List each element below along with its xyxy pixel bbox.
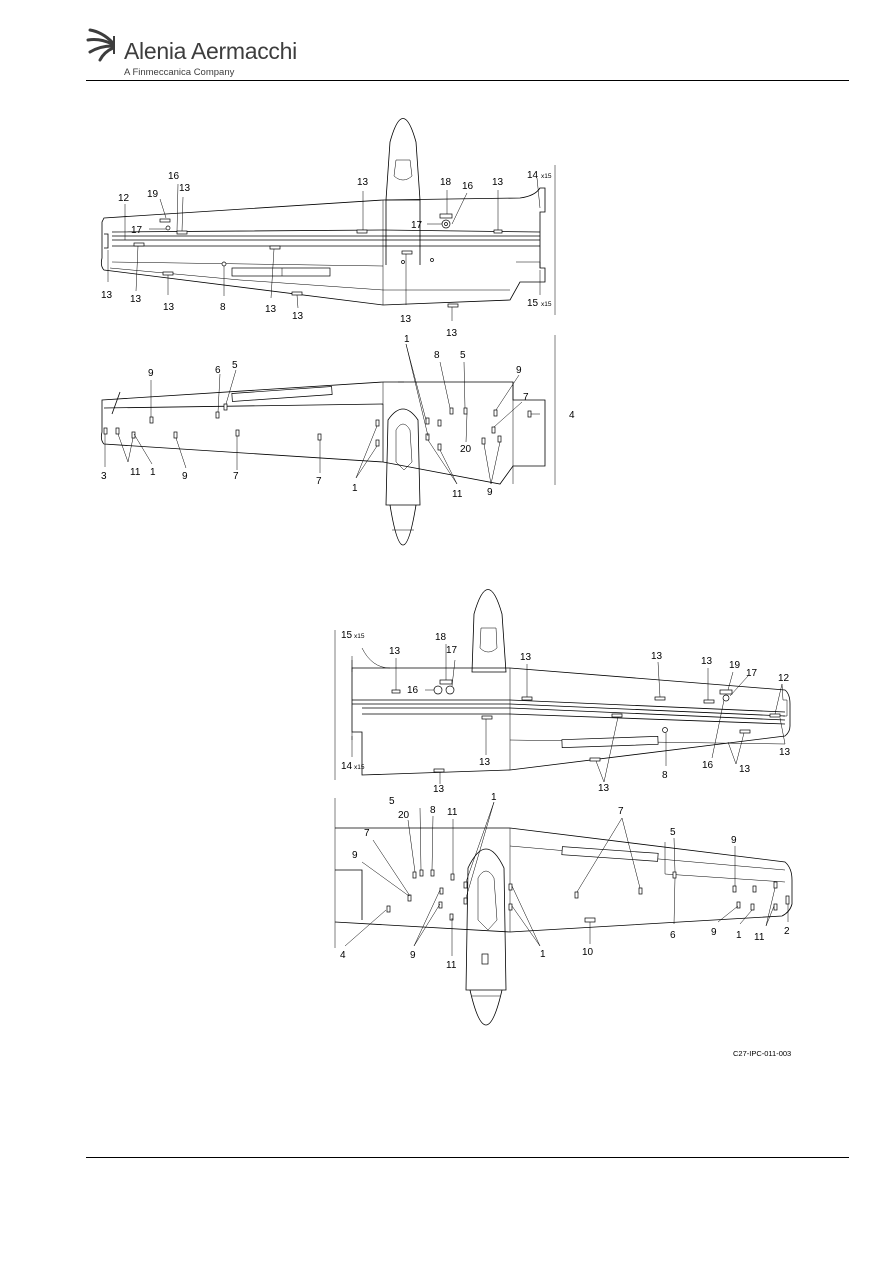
page-header: Alenia Aermacchi A Finmeccanica Company <box>0 0 893 82</box>
callout-1: 1 <box>352 483 358 494</box>
callout-13: 13 <box>479 757 491 768</box>
callout-13: 13 <box>492 177 504 188</box>
callout-8: 8 <box>434 350 440 361</box>
callout-13: 13 <box>101 290 113 301</box>
callout-7: 7 <box>364 828 370 839</box>
callout-6: 6 <box>215 365 221 376</box>
callout-9: 9 <box>352 850 358 861</box>
callout-9: 9 <box>410 950 416 961</box>
callout-5: 5 <box>232 360 238 371</box>
callout-7: 7 <box>523 392 529 403</box>
callout-18: 18 <box>440 177 452 188</box>
callout-9: 9 <box>182 471 188 482</box>
callout-9: 9 <box>148 368 154 379</box>
callout-13: 13 <box>179 183 191 194</box>
view-3-lower-wing: 15 x15 18 17 13 16 13 13 13 19 17 12 13 … <box>334 589 791 795</box>
view-1-upper-wing: 16 19 13 12 17 13 13 13 8 13 13 13 18 16… <box>100 118 556 339</box>
callout-2: 2 <box>784 926 790 937</box>
callout-19: 19 <box>729 660 741 671</box>
callout-13: 13 <box>701 656 713 667</box>
callout-13: 13 <box>433 784 445 795</box>
callout-20: 20 <box>398 810 410 821</box>
callout-1: 1 <box>736 930 742 941</box>
callout-16: 16 <box>702 760 714 771</box>
qty-x15: x15 <box>354 764 365 771</box>
figure-reference: C27-IPC-011-003 <box>733 1049 792 1058</box>
callout-7: 7 <box>316 476 322 487</box>
footer-rule <box>86 1157 849 1158</box>
callout-1: 1 <box>150 467 156 478</box>
callout-18: 18 <box>435 632 447 643</box>
callout-13: 13 <box>779 747 791 758</box>
callout-14: 14 <box>527 170 539 181</box>
callout-8: 8 <box>662 770 668 781</box>
callout-9: 9 <box>711 927 717 938</box>
callout-1: 1 <box>540 949 546 960</box>
callout-6: 6 <box>670 930 676 941</box>
alenia-swoosh-icon <box>86 28 115 62</box>
callout-13: 13 <box>651 651 663 662</box>
brand-subtitle: A Finmeccanica Company <box>124 67 235 78</box>
callout-9: 9 <box>516 365 522 376</box>
callout-9: 9 <box>731 835 737 846</box>
callout-8: 8 <box>220 302 226 313</box>
callout-4: 4 <box>340 950 346 961</box>
callout-17: 17 <box>131 225 143 236</box>
callout-11: 11 <box>446 960 457 971</box>
callout-20: 20 <box>460 444 472 455</box>
qty-x15: x15 <box>541 173 552 180</box>
callout-12: 12 <box>118 193 130 204</box>
callout-11: 11 <box>447 807 458 818</box>
callout-13: 13 <box>520 652 532 663</box>
callout-9: 9 <box>487 487 493 498</box>
callout-13: 13 <box>598 783 610 794</box>
view-4-lower-wing-bottom: 5 20 8 11 1 7 9 4 9 11 1 10 7 5 6 9 9 1 … <box>334 792 793 1026</box>
callout-7: 7 <box>233 471 239 482</box>
view-2-upper-wing-lower: 1 8 5 9 9 6 5 7 4 20 3 11 1 9 7 7 1 11 9 <box>100 334 575 546</box>
callout-3: 3 <box>101 471 107 482</box>
header-rule <box>86 80 849 81</box>
callout-13: 13 <box>265 304 277 315</box>
callout-4: 4 <box>569 410 575 421</box>
callout-5: 5 <box>670 827 676 838</box>
callout-13: 13 <box>446 328 458 339</box>
qty-x15: x15 <box>354 633 365 640</box>
callout-15: 15 <box>527 298 539 309</box>
callout-1: 1 <box>491 792 497 803</box>
callout-1: 1 <box>404 334 410 345</box>
callout-13: 13 <box>130 294 142 305</box>
callout-13: 13 <box>389 646 401 657</box>
callout-13: 13 <box>163 302 175 313</box>
callout-12: 12 <box>778 673 790 684</box>
callout-13: 13 <box>292 311 304 322</box>
callout-17: 17 <box>446 645 458 656</box>
callout-7: 7 <box>618 806 624 817</box>
callout-17: 17 <box>746 668 758 679</box>
callout-17: 17 <box>411 220 423 231</box>
callout-16: 16 <box>462 181 474 192</box>
callout-11: 11 <box>452 489 463 500</box>
callout-16: 16 <box>407 685 419 696</box>
callout-14: 14 <box>341 761 353 772</box>
callout-5: 5 <box>460 350 466 361</box>
callout-10: 10 <box>582 947 594 958</box>
qty-x15: x15 <box>541 301 552 308</box>
callout-15: 15 <box>341 630 353 641</box>
callout-19: 19 <box>147 189 159 200</box>
callout-13: 13 <box>357 177 369 188</box>
callout-11: 11 <box>754 932 765 943</box>
callout-5: 5 <box>389 796 395 807</box>
callout-13: 13 <box>739 764 751 775</box>
callout-16: 16 <box>168 171 180 182</box>
callout-13: 13 <box>400 314 412 325</box>
brand-name: Alenia Aermacchi <box>124 38 297 64</box>
callout-8: 8 <box>430 805 436 816</box>
callout-11: 11 <box>130 467 141 478</box>
